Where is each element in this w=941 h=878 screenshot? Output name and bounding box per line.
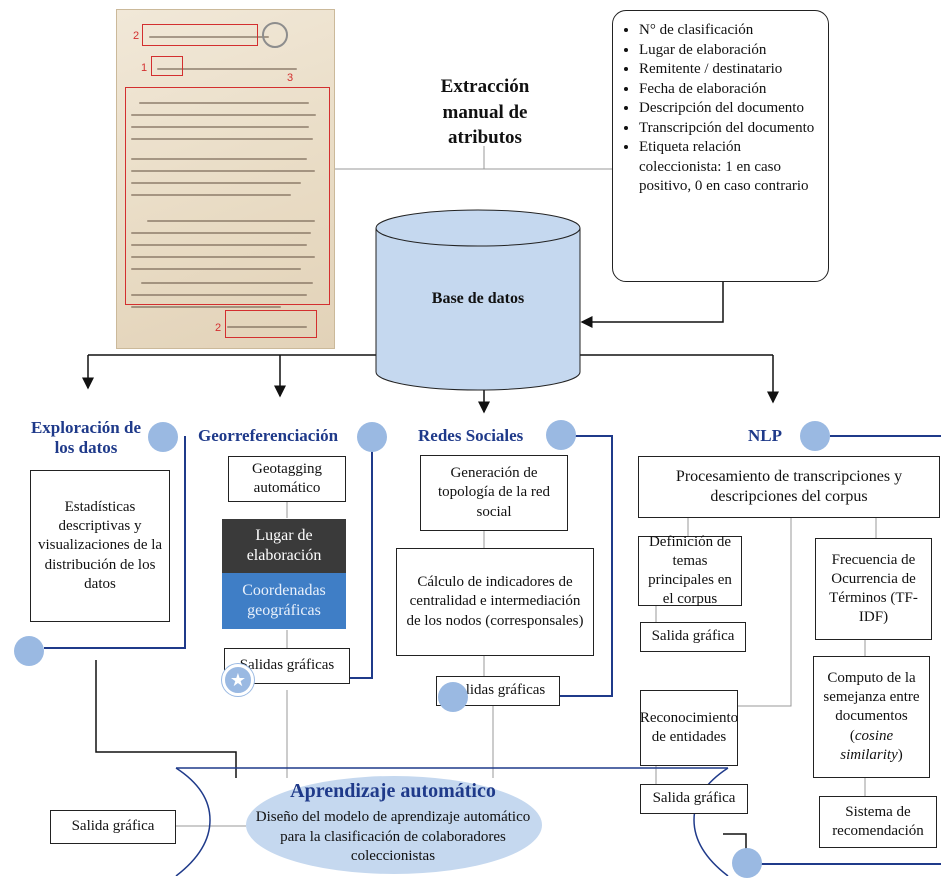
coordinates-box: Coordenadas geográficas — [222, 573, 346, 629]
place-box: Lugar de elaboración — [222, 519, 346, 573]
topology-box: Generación de topología de la red social — [420, 455, 568, 531]
ml-title: Aprendizaje automático — [290, 780, 496, 802]
geotagging-box: Geotagging automático — [228, 456, 346, 502]
seal-stamp — [262, 22, 288, 48]
attribute-item: Etiqueta relación coleccionista: 1 en ca… — [639, 138, 820, 197]
social-circle-top — [546, 420, 576, 450]
label-2-bottom: 2 — [215, 322, 222, 334]
exploration-circle-bottom — [14, 636, 44, 666]
entities-output-box: Salida gráfica — [640, 784, 748, 814]
entities-box: Reconocimiento de entidades — [640, 690, 738, 766]
attribute-item: Lugar de elaboración — [639, 41, 820, 61]
tfidf-box: Frecuencia de Ocurrencia de Términos (TF… — [815, 538, 932, 640]
similarity-box: Computo de la semejanza entre documentos… — [813, 656, 930, 778]
exploration-box: Estadísticas descriptivas y visualizacio… — [30, 470, 170, 622]
indicators-box: Cálculo de indicadores de centralidad e … — [396, 548, 594, 656]
processing-box: Procesamiento de transcripciones y descr… — [638, 456, 940, 518]
ml-output-box: Salida gráfica — [50, 810, 176, 844]
social-heading: Redes Sociales — [418, 426, 524, 445]
attribute-item: Transcripción del documento — [639, 119, 820, 139]
attribute-item: Fecha de elaboración — [639, 80, 820, 100]
attribute-item: Descripción del documento — [639, 99, 820, 119]
extraction-title: Extracción manual de atributos — [440, 76, 530, 149]
geo-circle-top — [357, 422, 387, 452]
topics-output-box: Salida gráfica — [640, 622, 746, 652]
ml-ellipse — [246, 776, 542, 874]
exploration-circle-top — [148, 422, 178, 452]
attributes-callout: N° de clasificación Lugar de elaboración… — [612, 10, 829, 282]
attribute-item: N° de clasificación — [639, 21, 820, 41]
label-2-top: 2 — [133, 30, 140, 42]
database-label: Base de datos — [431, 290, 525, 307]
nlp-heading: NLP — [748, 426, 782, 445]
ml-circle-right — [732, 848, 762, 878]
attribute-item: Remitente / destinatario — [639, 60, 820, 80]
historical-letter-image: 2 1 3 2 — [117, 10, 334, 348]
recommendation-box: Sistema de recomendación — [819, 796, 937, 848]
social-circle-bottom — [438, 682, 468, 712]
nlp-circle-top — [800, 421, 830, 451]
star-badge-icon: ★ — [222, 664, 254, 696]
exploration-heading: Exploración de los datos — [30, 418, 142, 458]
topics-box: Definición de temas principales en el co… — [638, 534, 742, 607]
label-3: 3 — [287, 72, 294, 84]
geo-heading: Georreferenciación — [198, 426, 339, 445]
ml-description: Diseño del modelo de aprendizaje automát… — [255, 809, 531, 864]
label-1: 1 — [141, 62, 148, 74]
